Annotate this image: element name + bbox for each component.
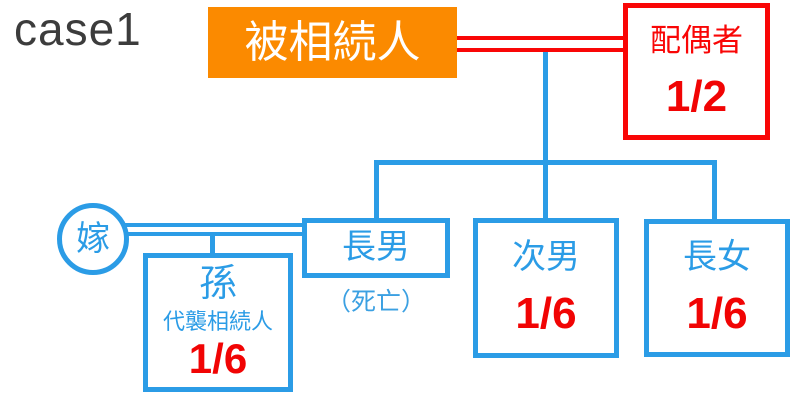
bride-label: 嫁 [76,220,110,258]
grandchild-box: 孫 代襲相続人 1/6 [143,253,293,392]
eldest-daughter-box: 長女 1/6 [644,219,790,357]
eldest-son-label: 長男 [342,228,410,267]
eldest-daughter-share: 1/6 [686,288,748,338]
sibling-line [374,160,717,165]
case-label: case1 [14,3,142,55]
second-son-share: 1/6 [515,289,577,339]
eldest-son-box: 長男 [302,218,450,278]
grandchild-share: 1/6 [188,334,248,382]
drop-line-eldest-son [374,160,379,218]
spouse-label: 配偶者 [650,23,743,59]
marriage-line-deceased-spouse [457,36,623,52]
descent-line-center [543,52,548,220]
second-son-label: 次男 [512,237,580,276]
grandchild-label: 孫 [198,263,237,305]
bride-circle: 嫁 [57,203,129,275]
drop-line-eldest-daughter [712,160,717,219]
eldest-son-status: （死亡） [325,288,426,316]
grandchild-sublabel: 代襲相続人 [162,308,273,334]
spouse-box: 配偶者 1/2 [623,3,770,140]
drop-line-grandchild [210,234,215,253]
eldest-daughter-label: 長女 [683,238,751,277]
second-son-box: 次男 1/6 [473,218,619,358]
deceased-box: 被相続人 [208,7,457,78]
deceased-label: 被相続人 [244,17,421,67]
spouse-share: 1/2 [665,71,728,121]
